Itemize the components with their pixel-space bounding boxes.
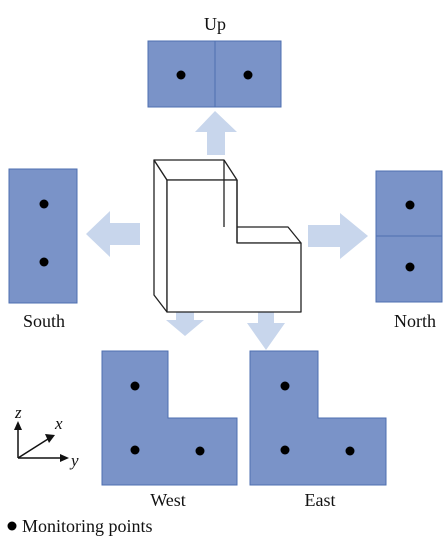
south-panel-rect <box>8 168 78 304</box>
west-panel-shape <box>101 350 238 486</box>
monitoring-point <box>39 199 49 209</box>
monitoring-point <box>130 381 140 391</box>
north-view-label: North <box>394 311 436 331</box>
monitoring-point <box>176 70 186 80</box>
up-view-label: Up <box>204 14 226 34</box>
building-3d-model <box>153 159 302 313</box>
x-axis-arrowhead <box>45 434 55 443</box>
z-axis-label: z <box>14 403 22 422</box>
monitoring-point <box>195 446 205 456</box>
south-view-panel <box>8 168 78 304</box>
legend-marker <box>7 521 17 531</box>
west-view-panel <box>101 350 238 486</box>
west-view-label: West <box>150 490 186 510</box>
x-axis-label: x <box>54 414 63 433</box>
monitoring-point <box>405 200 415 210</box>
arrow-west <box>166 308 204 336</box>
legend-label: Monitoring points <box>22 516 153 536</box>
monitoring-point <box>280 381 290 391</box>
z-axis-arrowhead <box>14 421 22 430</box>
monitoring-point <box>243 70 253 80</box>
arrow-south <box>86 211 140 257</box>
monitoring-point <box>345 446 355 456</box>
arrow-north <box>308 213 368 259</box>
east-view-panel <box>249 350 387 486</box>
x-axis-line <box>17 438 49 459</box>
axes-indicator <box>14 421 69 462</box>
east-view-label: East <box>305 490 336 510</box>
east-panel-shape <box>249 350 387 486</box>
arrow-up <box>195 111 237 155</box>
building-front-face <box>166 179 302 313</box>
monitoring-point <box>130 445 140 455</box>
north-view-panel <box>375 170 443 303</box>
monitoring-point <box>39 257 49 267</box>
monitoring-point <box>280 445 290 455</box>
up-view-panel <box>147 40 282 108</box>
y-axis-label: y <box>69 451 79 470</box>
building-left-face <box>153 159 168 313</box>
arrow-east <box>247 285 285 350</box>
south-view-label: South <box>23 311 65 331</box>
y-axis-arrowhead <box>60 454 69 462</box>
monitoring-point <box>405 262 415 272</box>
